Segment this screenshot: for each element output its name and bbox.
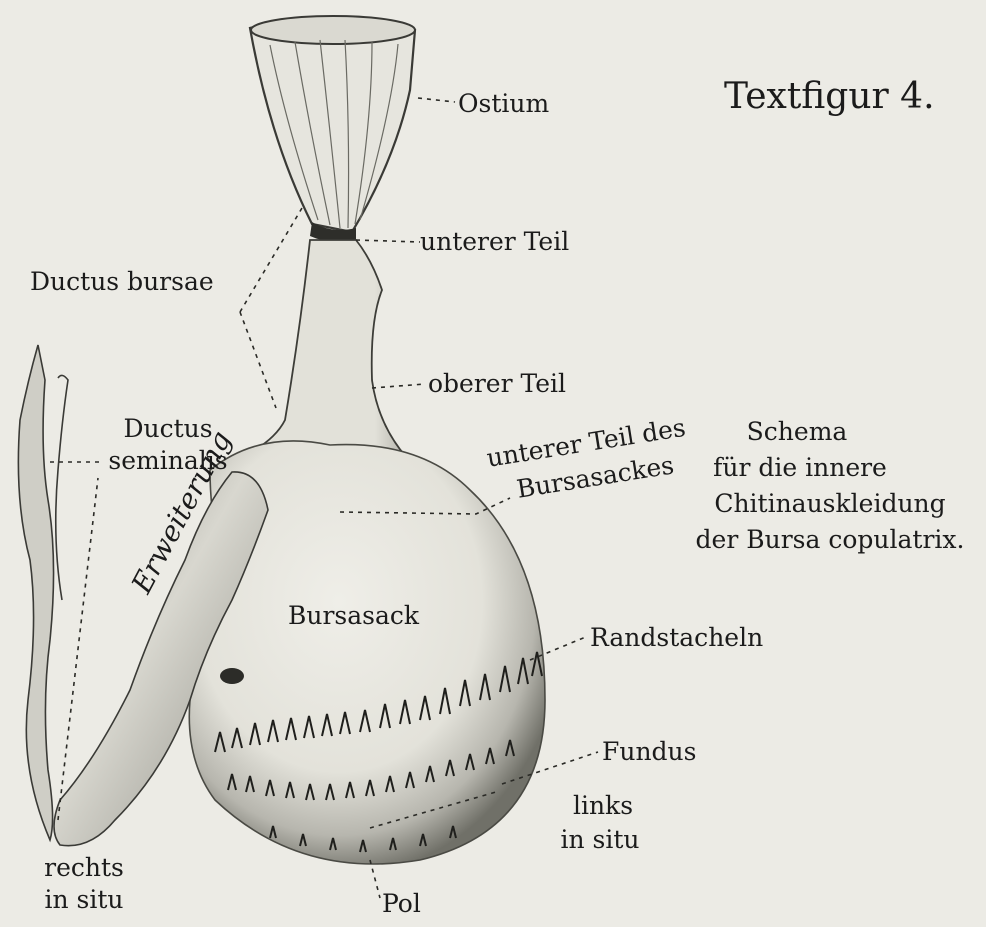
label-ductus-bursae: Ductus bursae	[30, 268, 214, 297]
label-fundus: Fundus	[602, 738, 696, 767]
label-unterer-teil: unterer Teil	[420, 228, 569, 257]
label-rechts-in-situ: in situ	[14, 886, 154, 915]
figure-title: Textfigur 4.	[724, 76, 935, 117]
label-ostium: Ostium	[458, 90, 549, 119]
label-oberer-teil: oberer Teil	[428, 370, 566, 399]
caption-line3: Chitinauskleidung	[700, 490, 960, 519]
label-links-in-situ: in situ	[540, 826, 660, 855]
label-rechts: rechts	[24, 854, 144, 883]
caption-line2: für die innere	[700, 454, 900, 483]
caption-line1: Schema	[722, 418, 872, 447]
caption-line4: der Bursa copulatrix.	[680, 526, 980, 555]
ostium-shape	[250, 16, 415, 242]
label-pol: Pol	[382, 890, 421, 919]
label-bursasack: Bursasack	[288, 602, 419, 631]
ductus-seminalis-duct	[18, 345, 53, 840]
label-links: links	[548, 792, 658, 821]
label-randstacheln: Randstacheln	[590, 624, 763, 653]
